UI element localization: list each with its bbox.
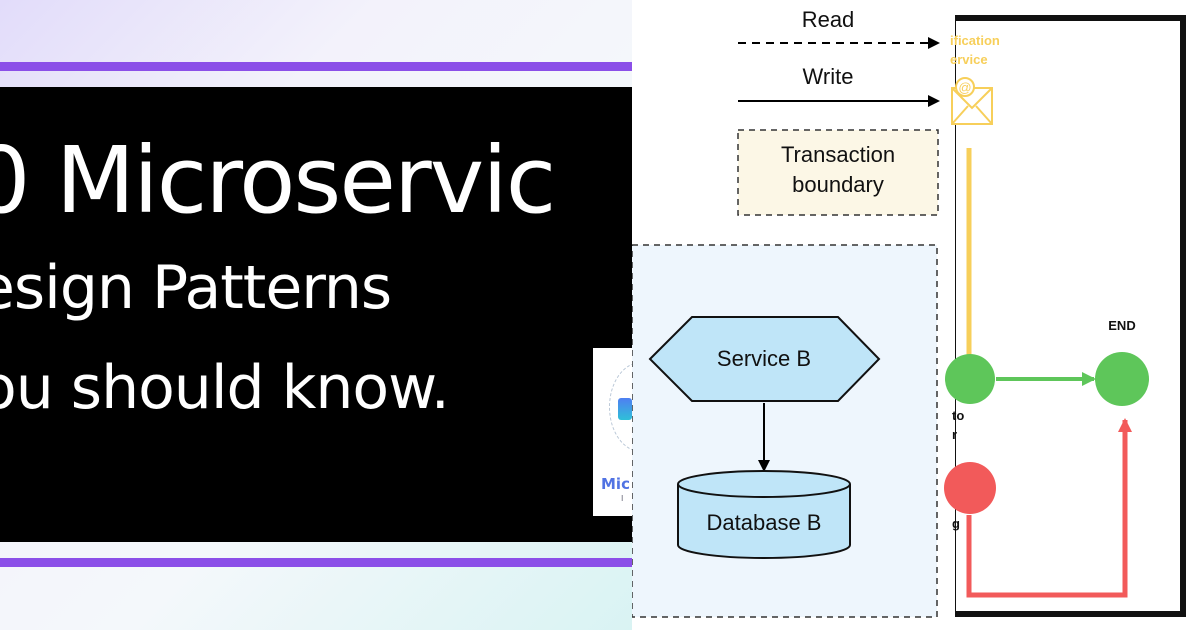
logo-text: Mic — [601, 475, 630, 493]
diagram-canvas: Read Write Transaction boundary Service … — [632, 7, 1186, 618]
title-line-2: esign Patterns — [0, 253, 392, 323]
title-line-1: 0 Microservic — [0, 127, 556, 234]
logo-card: Mic I — [593, 348, 632, 516]
legend-read-label: Read — [802, 7, 855, 32]
green-node-label-1: to — [952, 408, 964, 423]
end-node — [1095, 352, 1149, 406]
bottom-accent-bar — [0, 558, 632, 567]
frame-left-mask — [950, 15, 955, 617]
svg-text:@: @ — [958, 80, 971, 95]
notification-service-line2: ervice — [950, 52, 988, 67]
top-accent-bar — [0, 62, 632, 71]
database-b-top — [677, 470, 851, 498]
green-node-label-2: r — [952, 427, 957, 442]
legend-write-label: Write — [803, 64, 854, 89]
email-icon: @ — [951, 77, 993, 125]
database-b-label: Database B — [707, 510, 822, 535]
service-b-transaction-zone — [632, 244, 938, 618]
red-node-label: g — [952, 516, 960, 531]
service-b-label: Service B — [717, 346, 811, 371]
logo-subtext: I — [621, 494, 624, 503]
legend-transaction-line2: boundary — [792, 172, 884, 197]
title-line-3: ou should know. — [0, 353, 450, 423]
failure-to-end-arrow — [966, 418, 1132, 598]
red-failure-node — [944, 462, 996, 514]
diagram-panel: Read Write Transaction boundary Service … — [632, 0, 1200, 630]
logo-icon — [618, 398, 632, 420]
legend-transaction-box — [737, 129, 939, 216]
legend-transaction-line1: Transaction — [781, 142, 895, 167]
title-box: 0 Microservic esign Patterns ou should k… — [0, 87, 632, 542]
service-b-node — [648, 316, 881, 402]
banner-panel: 0 Microservic esign Patterns ou should k… — [0, 0, 632, 630]
notification-service-line1: ification — [950, 33, 1000, 48]
end-label: END — [1108, 318, 1135, 333]
green-success-node — [945, 354, 995, 404]
database-b-body — [677, 484, 851, 559]
